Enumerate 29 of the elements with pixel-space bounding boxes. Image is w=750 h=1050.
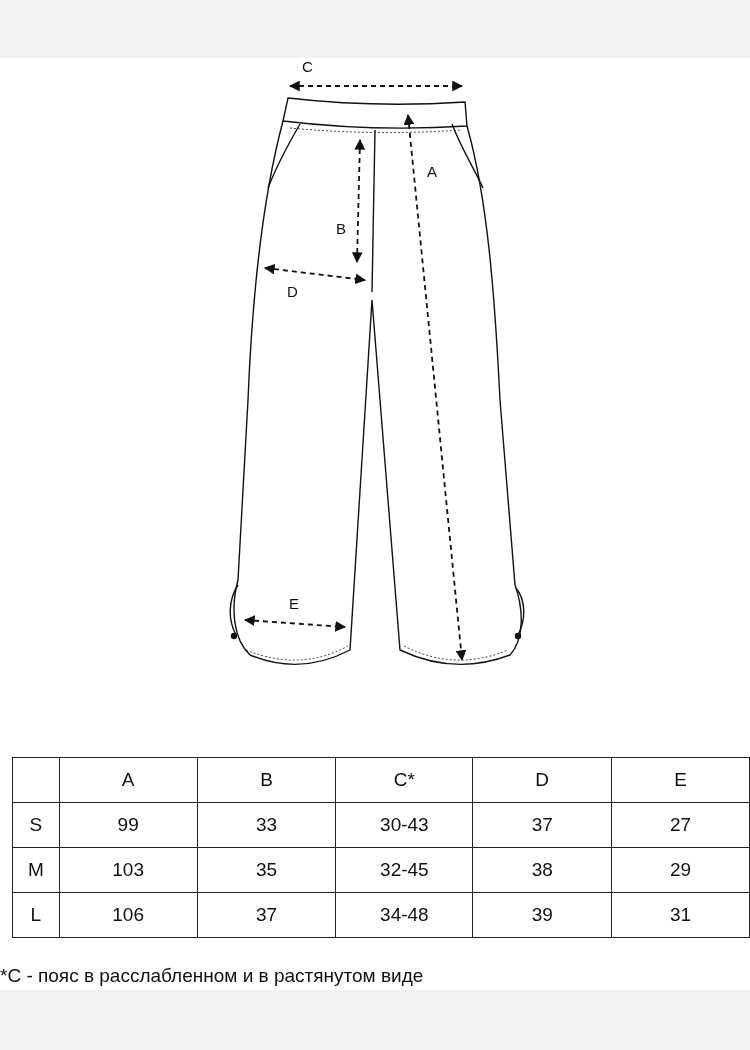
measurement-value: 38: [531, 859, 553, 880]
measurement-value: 99: [117, 814, 139, 835]
measurement-value: 37: [255, 904, 278, 925]
dimension-label: D: [287, 283, 298, 300]
measurement-value: 103: [112, 859, 144, 880]
column-header: A: [121, 769, 135, 790]
dimension-label: A: [427, 163, 437, 180]
measurement-value: 33: [255, 814, 278, 835]
measurement-value: 29: [670, 859, 692, 880]
measurement-value: 37: [531, 814, 553, 835]
measurement-value: 35: [255, 859, 278, 880]
measurement-value: 39: [531, 904, 553, 925]
size-label: S: [29, 814, 43, 835]
size-label: M: [27, 859, 44, 880]
measurement-value: 34-48: [380, 904, 429, 925]
measurement-value: 106: [112, 904, 144, 925]
measurement-value: 31: [670, 904, 692, 925]
column-header: E: [674, 769, 687, 790]
measurement-value: 32-45: [380, 859, 429, 880]
dimension-label: E: [289, 595, 299, 612]
column-header: D: [535, 769, 550, 790]
size-label: L: [30, 904, 42, 925]
footnote: *С - пояс в расслабленном и в растянутом виде: [0, 965, 424, 987]
dimension-label: C: [302, 58, 313, 75]
measurement-value: 30-43: [380, 814, 429, 835]
column-header: C*: [393, 769, 415, 790]
measurement-value: 27: [670, 814, 692, 835]
column-header: B: [260, 769, 273, 790]
dimension-label: B: [336, 220, 346, 237]
